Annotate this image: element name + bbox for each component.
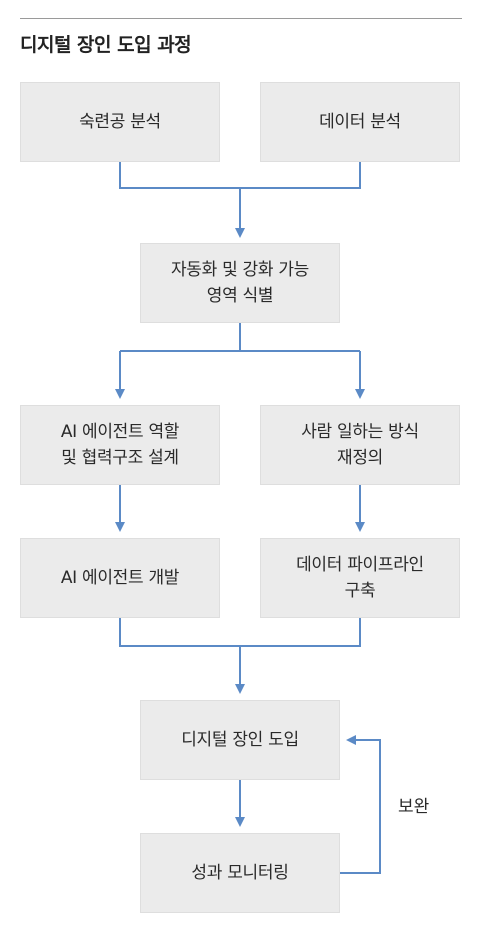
node-agent-dev: AI 에이전트 개발: [20, 538, 220, 618]
node-identify-areas: 자동화 및 강화 가능 영역 식별: [140, 243, 340, 323]
node-agent-design: AI 에이전트 역할 및 협력구조 설계: [20, 405, 220, 485]
node-adopt: 디지털 장인 도입: [140, 700, 340, 780]
diagram-title: 디지털 장인 도입 과정: [20, 34, 192, 56]
connector-merge-1: [119, 162, 361, 189]
feedback-label: 보완: [398, 797, 430, 817]
connector-merge-2: [119, 618, 361, 647]
top-divider: [20, 18, 462, 19]
node-data-analysis: 데이터 분석: [260, 82, 460, 162]
node-monitor: 성과 모니터링: [140, 833, 340, 913]
node-work-redefine: 사람 일하는 방식 재정의: [260, 405, 460, 485]
connector-split: [120, 323, 360, 352]
node-craftsman-analysis: 숙련공 분석: [20, 82, 220, 162]
node-pipeline: 데이터 파이프라인 구축: [260, 538, 460, 618]
feedback-loop-arrow: [340, 735, 381, 874]
